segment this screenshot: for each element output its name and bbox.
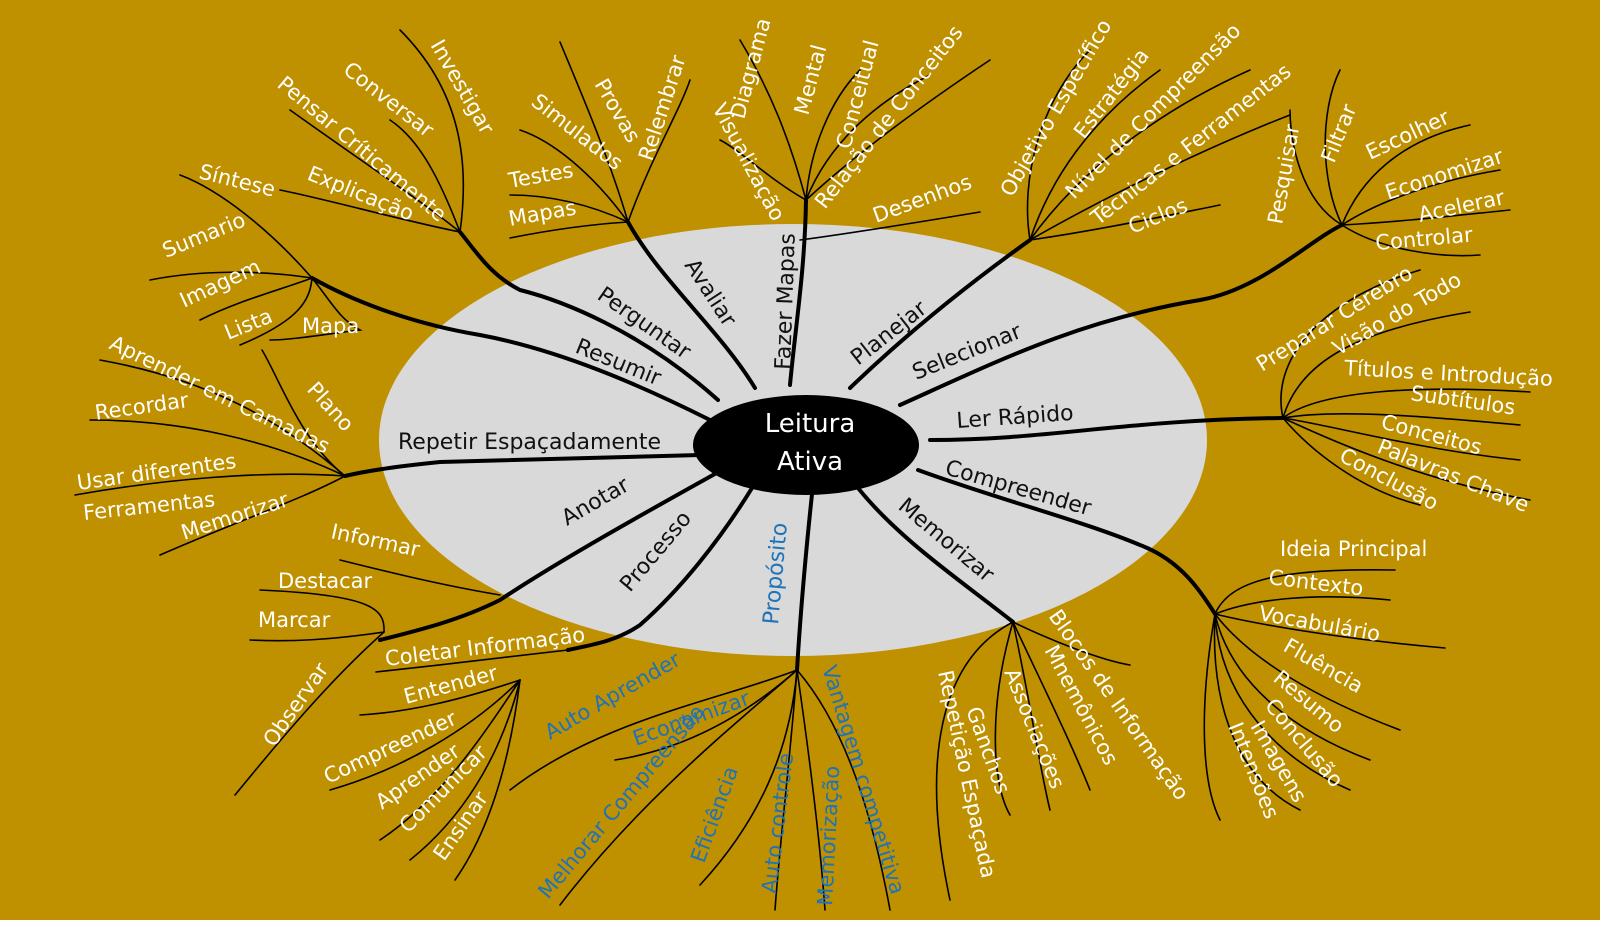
branch-line-anotar bbox=[378, 468, 724, 642]
branch-line-memorizar bbox=[856, 486, 1015, 624]
leaf-destacar: Destacar bbox=[278, 569, 373, 593]
branch-line-planejar bbox=[848, 238, 1032, 390]
branch-line-repetir bbox=[343, 453, 702, 478]
branch-label-repetir: Repetir Espaçadamente bbox=[398, 430, 661, 455]
center-node bbox=[693, 395, 919, 495]
branch-line-avaliar bbox=[626, 220, 757, 390]
leaf-marcar: Marcar bbox=[258, 608, 331, 632]
bottom-strip bbox=[0, 920, 1600, 934]
branch-line-selecionar bbox=[898, 223, 1344, 407]
branch-label-fazer-mapas: Fazer Mapas bbox=[771, 233, 801, 370]
branch-line-perguntar bbox=[458, 230, 720, 402]
branch-line-processo bbox=[566, 486, 754, 652]
branch-line-proposito bbox=[795, 492, 814, 672]
center-line1: Leitura bbox=[765, 409, 856, 439]
branch-line-compreender bbox=[916, 468, 1217, 616]
leaf-connectors bbox=[74, 29, 1531, 911]
leaf-mapa: Mapa bbox=[302, 314, 359, 338]
main-branches bbox=[310, 198, 1344, 672]
branch-line-resumir bbox=[310, 276, 712, 422]
branch-line-ler-rapido bbox=[928, 416, 1285, 442]
branch-line-fazer-mapas bbox=[788, 198, 808, 387]
center-line2: Ativa bbox=[777, 447, 843, 477]
leaf-ideia-principal: Ideia Principal bbox=[1280, 537, 1427, 561]
